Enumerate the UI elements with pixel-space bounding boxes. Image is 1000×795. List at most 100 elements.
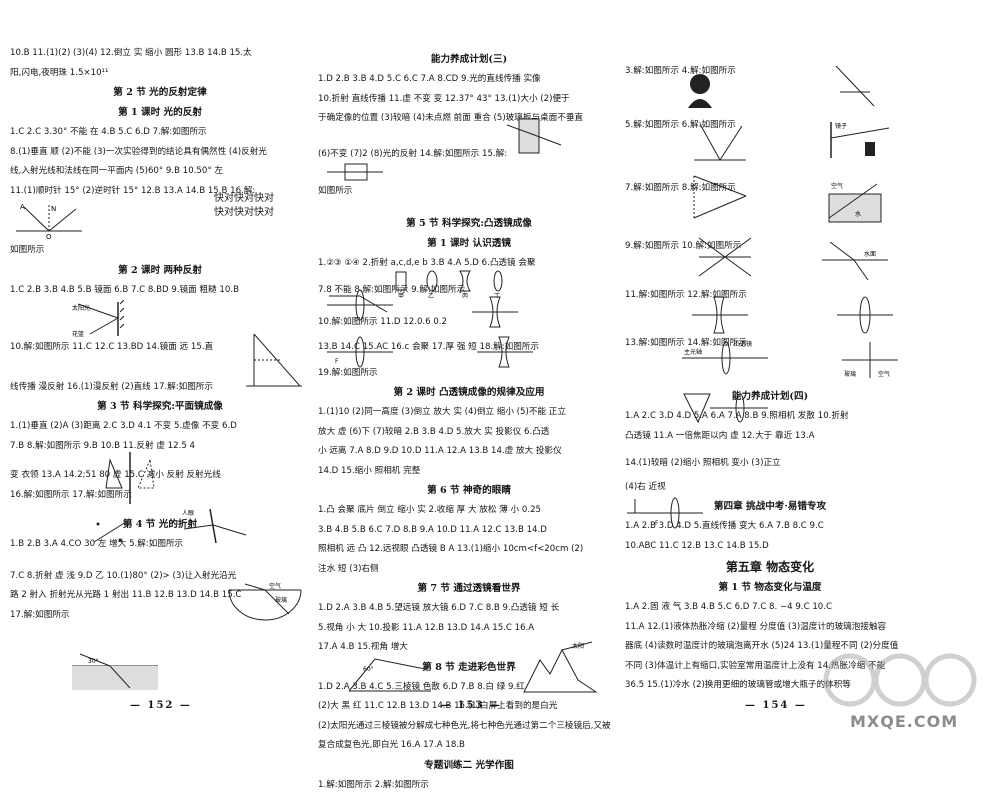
focus-label: F: [335, 358, 339, 365]
ray-crossing-icon: [695, 232, 755, 282]
lesson-heading: 第 2 课时 凸透镜成像的规律及应用: [318, 383, 620, 403]
air-label: 空气: [831, 182, 843, 190]
flower-label: 花篮: [72, 330, 84, 338]
page-number: — 154 —: [745, 700, 807, 711]
watermark-site: MXQE.COM: [850, 712, 958, 731]
svg-text:N: N: [51, 205, 56, 213]
text-line: (2)太阳光通过三棱镜被分解成七种色光,将七种色光通过第二个三棱镜后,又被: [318, 717, 620, 737]
refraction-water-diagram-icon: 30°: [70, 652, 160, 692]
text-line: 1.B 2.B 3.A 4.CO 30 左 增大 5.解:如图所示: [10, 535, 310, 555]
section-heading: 第 2 节 光的反射定律: [10, 83, 310, 103]
text-line: 5.视角 小 大 10.投影 11.A 12.B 13.D 14.A 15.C …: [318, 619, 620, 639]
text-line: 1.A 2.C 3.D 4.D 5.A 6.A 7.A 8.B 9.照相机 发散…: [625, 407, 915, 427]
plane-mirror-ray-icon: [690, 120, 750, 165]
lesson-heading: 第 2 课时 两种反射: [10, 261, 310, 281]
text-line: 1.(1)10 (2)同一高度 (3)倒立 放大 实 (4)倒立 缩小 (5)不…: [318, 403, 620, 423]
concave-lens-focus-icon: [475, 335, 535, 369]
section-heading: 第 7 节 通过透镜看世界: [318, 579, 620, 599]
text-line: 1.C 2.C 3.30° 不能 在 4.B 5.C 6.D 7.解:如图所示: [10, 123, 310, 143]
section-heading: 能力养成计划(四): [625, 387, 915, 407]
text-line: 复合成复色光,即白光 16.A 17.A 18.B: [318, 736, 620, 756]
text-line: 14.D 15.缩小 照相机 完整: [318, 462, 620, 482]
mirror-label: 镜子: [835, 122, 847, 130]
page-number: — 153 —: [440, 700, 502, 711]
svg-text:O: O: [46, 233, 52, 239]
section-heading: 第 5 节 科学探究:凸透镜成像: [318, 214, 620, 234]
lens-label: 凸透镜: [734, 340, 752, 348]
text-line: 阳,闪电,夜明珠 1.5×10¹¹: [10, 64, 310, 84]
text-line: 1.D 2.A 3.B 4.B 5.望远镜 放大镜 6.D 7.C 8.B 9.…: [318, 599, 620, 619]
focus-label: F: [655, 520, 659, 527]
water-tank-refraction-icon: 空气 水: [825, 178, 885, 226]
section-heading: 第 1 节 物态变化与温度: [625, 578, 915, 598]
text-line: 1.(1)垂直 (2)A (3)距离 2.C 3.D 4.1 不变 5.虚像 不…: [10, 417, 310, 437]
lens-prism-diagram-icon: [680, 390, 770, 426]
section-heading: 第 3 节 科学探究:平面镜成像: [10, 397, 310, 417]
axis-label: 主光轴: [684, 348, 702, 356]
text-line: 照相机 远 凸 12.远视眼 凸透镜 B A 13.(1)缩小 10cm<f<2…: [318, 540, 620, 560]
section-heading: 专题训练二 光学作图: [318, 756, 620, 776]
mirror-image-diagram-icon: [240, 330, 306, 390]
mirror-box-diagram-icon: 镜子: [825, 118, 895, 163]
angle-mirror-diagram-icon: 60°: [345, 655, 435, 695]
bing-label: 丙: [462, 293, 468, 298]
text-line: 10.折射 直线传播 11.虚 不变 变 12.37° 43° 13.(1)大小…: [318, 90, 620, 110]
text-line: 变 衣领 13.A 14.2;51 80 虚 15.C 减小 反射 反射光线: [10, 466, 310, 486]
lens-shapes-diagram-icon: 甲 乙 丙 丁: [390, 268, 520, 298]
glass-label: 玻璃: [844, 370, 856, 378]
text-line: 16.解:如图所示 17.解:如图所示: [10, 486, 310, 506]
text-line: 小 远离 7.A 8.D 9.D 10.D 11.A 12.A 13.B 14.…: [318, 442, 620, 462]
text-line: 10.ABC 11.C 12.B 13.C 14.B 15.D: [625, 537, 915, 557]
glass-air-refraction-icon: 玻璃 空气: [840, 340, 900, 380]
air-label: 空气: [269, 582, 281, 590]
concave-lens-icon: [690, 295, 750, 335]
text-line: 凸透镜 11.A 一倍焦距以内 虚 12.大于 靠近 13.A: [625, 427, 915, 447]
text-line: 11.A 12.(1)液体热胀冷缩 (2)量程 分度值 (3)温度计的玻璃泡接触…: [625, 618, 915, 638]
section-heading: 第 6 节 神奇的眼睛: [318, 481, 620, 501]
text-line: 1.A 2.固 液 气 3.B 4.B 5.C 6.D 7.C 8. −4 9.…: [625, 598, 915, 618]
refraction-semicircle-icon: 空气 玻璃: [225, 582, 305, 622]
text-line: 于确定像的位置 (3)较暗 (4)未点燃 前面 重合 (5)玻璃板与桌面不垂直: [318, 109, 620, 129]
person-label: 人眼: [182, 510, 194, 517]
mountain-sun-diagram-icon: 太阳: [520, 640, 600, 695]
angle-label: 60°: [363, 666, 374, 673]
triangle-mirror-icon: [690, 172, 750, 222]
text-line: 如图所示: [10, 241, 310, 261]
overlay-text: 快对快对快对: [214, 193, 274, 205]
text-line: 3.B 4.B 5.B 6.C 7.D 8.B 9.A 10.D 11.A 12…: [318, 521, 620, 541]
text-line: 10.B 11.(1)(2) (3)(4) 12.倒立 实 缩小 圆形 13.B…: [10, 44, 310, 64]
eye-mirror-diagram-icon: 人眼: [180, 505, 250, 545]
convex-lens-icon: [835, 295, 895, 335]
convex-lens-rays-icon: [325, 288, 395, 322]
person-silhouette-icon: [680, 70, 720, 110]
lens-axis-diagram-icon: 主光轴 凸透镜: [680, 338, 770, 378]
air-label: 空气: [878, 370, 890, 378]
text-line: 1.C 2.B 3.B 4.B 5.B 镜面 6.B 7.C 8.BD 9.镜面…: [10, 281, 310, 301]
lens-focus-diagram-icon: F: [325, 335, 395, 369]
mirror-reflection-icon: [830, 62, 880, 112]
lens-object-diagram-icon: F: [625, 495, 705, 531]
svg-text:A: A: [20, 203, 25, 211]
water-label: 水: [855, 210, 861, 218]
plane-mirror-diagram-icon: [100, 448, 160, 508]
refraction-block-diagram-icon: [505, 115, 565, 155]
sun-label: 太阳: [572, 642, 584, 650]
mirror-point-diagram-icon: [90, 516, 130, 546]
text-line: 7.B 8.解:如图所示 9.B 10.B 11.反射 虚 12.5 4: [10, 437, 310, 457]
concave-lens-rays-icon: [470, 295, 520, 329]
angle-label: 30°: [88, 658, 99, 665]
overlay-text: 快对快对快对: [214, 207, 274, 219]
sunlight-mirror-diagram-icon: 太阳光 花篮: [70, 300, 130, 338]
chapter-heading: 第五章 物态变化: [625, 556, 915, 578]
water-surface-label: 水面: [864, 250, 876, 258]
section-heading: 能力养成计划(三): [318, 50, 620, 70]
yi-label: 乙: [428, 293, 434, 298]
jia-label: 甲: [398, 293, 404, 298]
text-line: 线,入射光线和法线在同一平面内 (5)60° 9.B 10.50° 左: [10, 162, 310, 182]
text-line: 1.凸 会聚 底片 倒立 缩小 实 2.收缩 厚 大 放松 薄 小 0.25: [318, 501, 620, 521]
text-line: 1.解:如图所示 2.解:如图所示: [318, 776, 620, 795]
text-line: 1.D 2.B 3.B 4.D 5.C 6.C 7.A 8.CD 9.光的直线传…: [318, 70, 620, 90]
page-number: — 152 —: [130, 700, 192, 711]
water-surface-refraction-icon: 水面: [820, 238, 890, 282]
text-line: 注水 短 (3)右侧: [318, 560, 620, 580]
